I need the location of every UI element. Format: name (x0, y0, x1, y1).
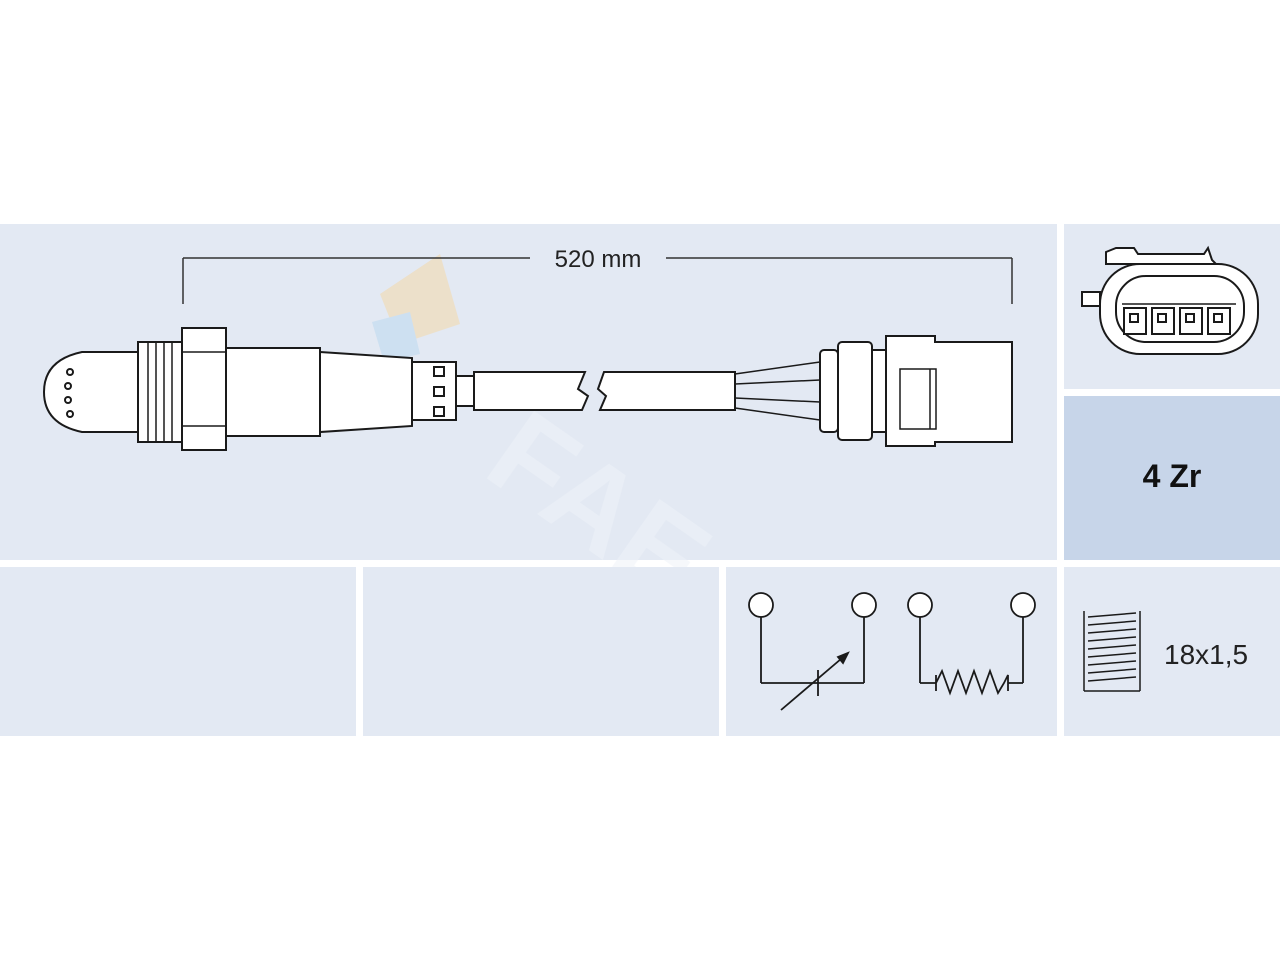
empty-info-panel-2 (363, 567, 719, 736)
length-dimension-line (182, 257, 1013, 304)
sensor-cable (473, 361, 821, 421)
connector-panel (1064, 224, 1280, 389)
sensor-probe (42, 327, 475, 451)
connector-icon (1081, 245, 1259, 355)
circuit-diagram (748, 592, 1036, 711)
thread-panel: 18x1,5 (1064, 567, 1280, 736)
thread-icon (1083, 611, 1141, 692)
sensor-type-label: 4 Zr (1142, 458, 1202, 494)
heater-resistor-icon (907, 592, 1036, 696)
sensor-drawing-panel: FAE (0, 224, 1057, 629)
sensor-drawing: FAE (42, 254, 1013, 629)
circuit-panel (726, 567, 1057, 736)
length-dimension-label: 520 mm (530, 246, 666, 274)
thread-size-label: 18x1,5 (1164, 639, 1249, 670)
sensor-type-panel: 4 Zr (1064, 396, 1280, 560)
empty-info-panel-1 (0, 567, 356, 736)
variable-resistor-icon (748, 592, 877, 711)
connector-plug (819, 335, 1013, 447)
